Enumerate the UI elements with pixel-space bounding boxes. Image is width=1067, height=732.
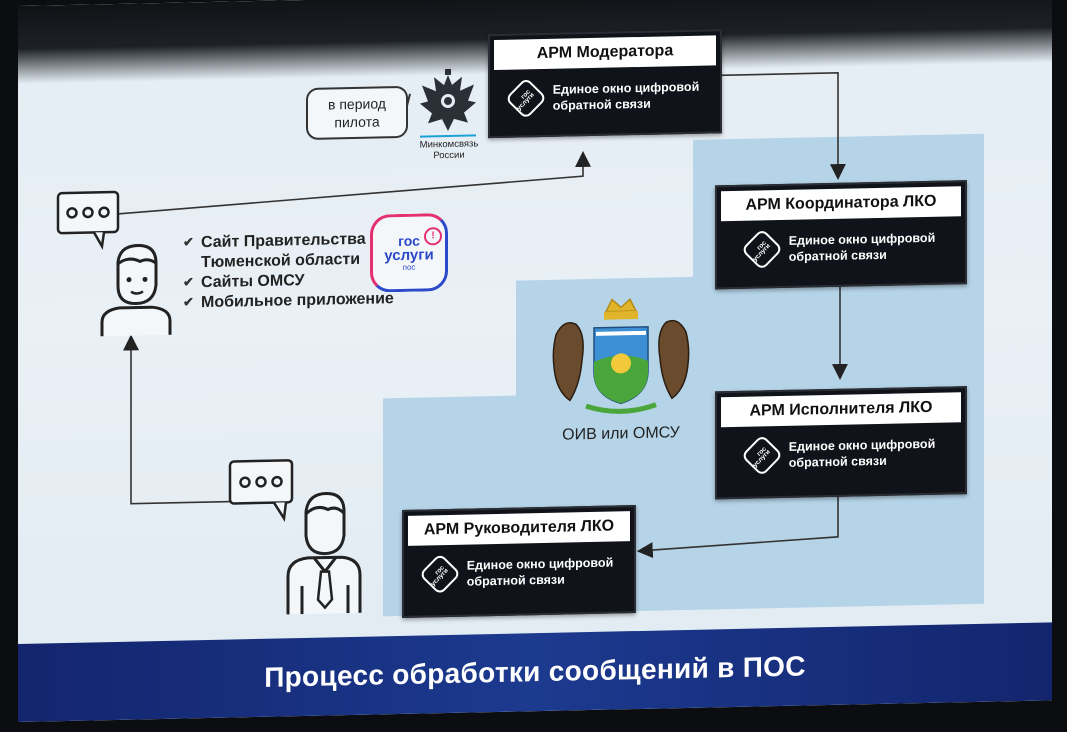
arm-head-title: АРМ Руководителя ЛКО — [408, 511, 630, 546]
channel-label: Сайт Правительства — [201, 230, 366, 252]
chat-bubble-icon — [56, 190, 120, 251]
arm-subtitle-line2: обратной связи — [552, 96, 651, 113]
list-item: ✔ Мобильное приложение — [183, 290, 394, 312]
list-item: ✔ Сайт Правительства — [183, 230, 394, 252]
citizen-user-icon — [100, 243, 172, 337]
pilot-bubble-line2: пилота — [334, 113, 380, 131]
channel-label: Мобильное приложение — [201, 290, 394, 312]
arm-subtitle-line1: Единое окно цифровой — [788, 230, 936, 248]
ministry-line1: Минкомсвязь — [419, 138, 479, 151]
official-user-icon — [286, 492, 362, 615]
arm-subtitle-line2: обратной связи — [788, 453, 887, 470]
region-label: ОИВ или ОМСУ — [562, 424, 680, 444]
chat-bubble-icon — [228, 459, 294, 523]
ministry-line2: России — [433, 149, 465, 162]
gosuslugi-logo-bottom: пос — [402, 262, 416, 272]
tyumen-coat-of-arms-icon — [552, 297, 690, 414]
arm-moderator-title: АРМ Модератора — [494, 35, 716, 71]
checkmark-icon: ✔ — [183, 274, 194, 290]
checkmark-icon: ✔ — [183, 294, 194, 310]
page-title: Процесс обработки сообщений в ПОС — [264, 650, 806, 693]
channel-label: Тюменской области — [201, 250, 361, 272]
double-headed-eagle-icon — [420, 68, 476, 131]
pilot-period-bubble: в период пилота — [306, 85, 408, 140]
channel-list: ✔ Сайт Правительства Тюменской области ✔ С… — [183, 230, 394, 314]
checkmark-icon: ✔ — [183, 234, 194, 250]
arm-subtitle-line2: обратной связи — [466, 572, 565, 589]
channel-label: Сайты ОМСУ — [201, 271, 305, 292]
pilot-bubble-line1: в период — [328, 95, 386, 113]
list-item: Тюменской области — [183, 250, 394, 272]
gosuslugi-logo: гос услуги пос — [370, 212, 448, 293]
presentation-slide: в период пилота Минкомсвязь России АРМ М… — [18, 0, 1052, 723]
list-item: ✔ Сайты ОМСУ — [183, 270, 394, 292]
arm-subtitle-line2: обратной связи — [788, 247, 887, 264]
arm-subtitle-line1: Единое окно цифровой — [788, 436, 936, 454]
gosuslugi-logo-mid: услуги — [384, 246, 434, 265]
arm-subtitle-line1: Единое окно цифровой — [552, 79, 700, 97]
ministry-label: Минкомсвязь России — [410, 138, 488, 162]
arm-subtitle-line1: Единое окно цифровой — [466, 555, 614, 573]
